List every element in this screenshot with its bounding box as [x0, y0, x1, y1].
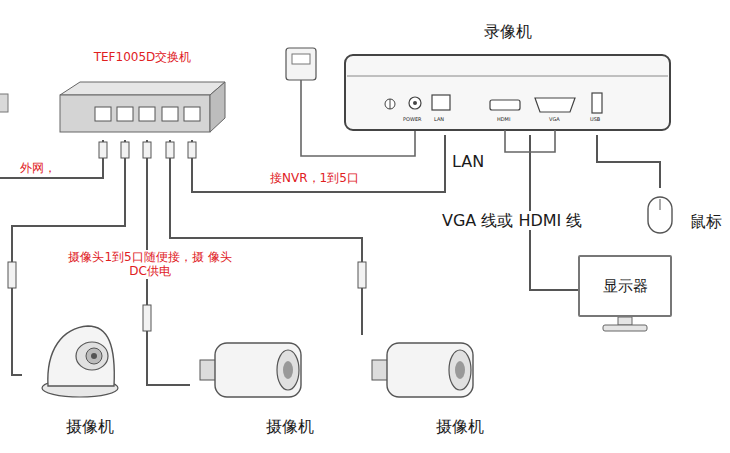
port-label: LAN	[434, 116, 444, 122]
node-label: 摄像机	[266, 417, 314, 436]
port-label: VGA	[549, 116, 560, 122]
cable-line	[192, 135, 445, 192]
cable-line	[597, 135, 660, 188]
port-label: HDMI	[497, 116, 510, 122]
camera-device: 摄像机	[22, 315, 147, 440]
camera-note: 摄像头1到5口随便接，摄 像头DC供电	[66, 250, 234, 279]
port-label: POWER	[403, 116, 422, 122]
mouse-device: 鼠标	[638, 188, 726, 240]
monitor-box: 显示器	[578, 255, 672, 317]
port-label: USB	[590, 116, 600, 122]
node-label: TEF1005D交换机	[94, 50, 192, 64]
node-label: 录像机	[484, 22, 532, 41]
camera-device: 摄像机	[190, 335, 335, 440]
cable-plug	[143, 305, 151, 331]
edge-label: VGA 线或 HDMI 线	[440, 211, 584, 230]
camera-device: 摄像机	[340, 335, 490, 440]
cable-line	[170, 140, 362, 335]
network-note: 外网，	[20, 161, 56, 175]
node-label: 鼠标	[690, 212, 722, 231]
port-label: LAN	[452, 152, 484, 171]
node-label: 摄像机	[436, 417, 484, 436]
cable-plug	[8, 262, 16, 288]
node-label: 摄像机	[66, 417, 114, 436]
node-label: 显示器	[603, 277, 648, 295]
edge-label: 接NVR，1到5口	[268, 171, 361, 185]
cable-plug	[358, 262, 366, 288]
switch-device: TEF1005D交换机	[55, 48, 230, 140]
